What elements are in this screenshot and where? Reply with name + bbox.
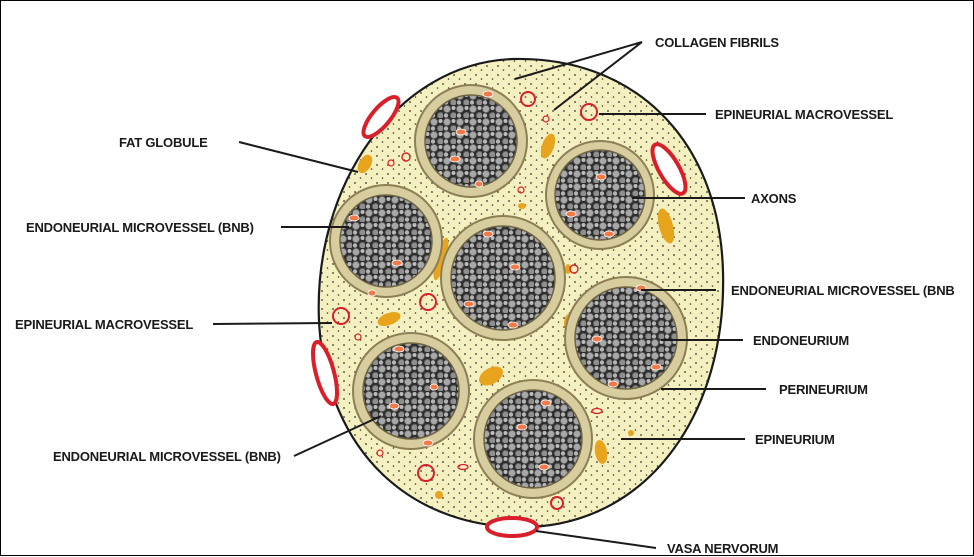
fascicle bbox=[415, 85, 527, 197]
label-epineurial-macrovessel-left: EPINEURIAL MACROVESSEL bbox=[15, 317, 193, 332]
fascicle bbox=[546, 141, 654, 249]
label-endoneurium: ENDONEURIUM bbox=[753, 333, 849, 348]
label-axons: AXONS bbox=[751, 191, 797, 206]
fascicle bbox=[353, 333, 469, 449]
label-endoneurial-microvessel-left-upper: ENDONEURIAL MICROVESSEL (BNB) bbox=[26, 220, 254, 235]
label-collagen-fibrils: COLLAGEN FIBRILS bbox=[655, 35, 779, 50]
label-epineurium: EPINEURIUM bbox=[755, 432, 835, 447]
label-perineurium: PERINEURIUM bbox=[779, 382, 868, 397]
label-epineurial-macrovessel-right: EPINEURIAL MACROVESSEL bbox=[715, 107, 893, 122]
label-endoneurial-microvessel-right: ENDONEURIAL MICROVESSEL (BNB bbox=[731, 283, 955, 298]
fascicle bbox=[474, 380, 592, 498]
fascicle bbox=[565, 277, 687, 399]
label-vasa-nervorum: VASA NERVORUM bbox=[667, 541, 778, 556]
fascicle bbox=[330, 185, 442, 297]
fascicle bbox=[441, 216, 565, 340]
label-endoneurial-microvessel-left-lower: ENDONEURIAL MICROVESSEL (BNB) bbox=[53, 449, 281, 464]
label-fat-globule: FAT GLOBULE bbox=[119, 135, 208, 150]
